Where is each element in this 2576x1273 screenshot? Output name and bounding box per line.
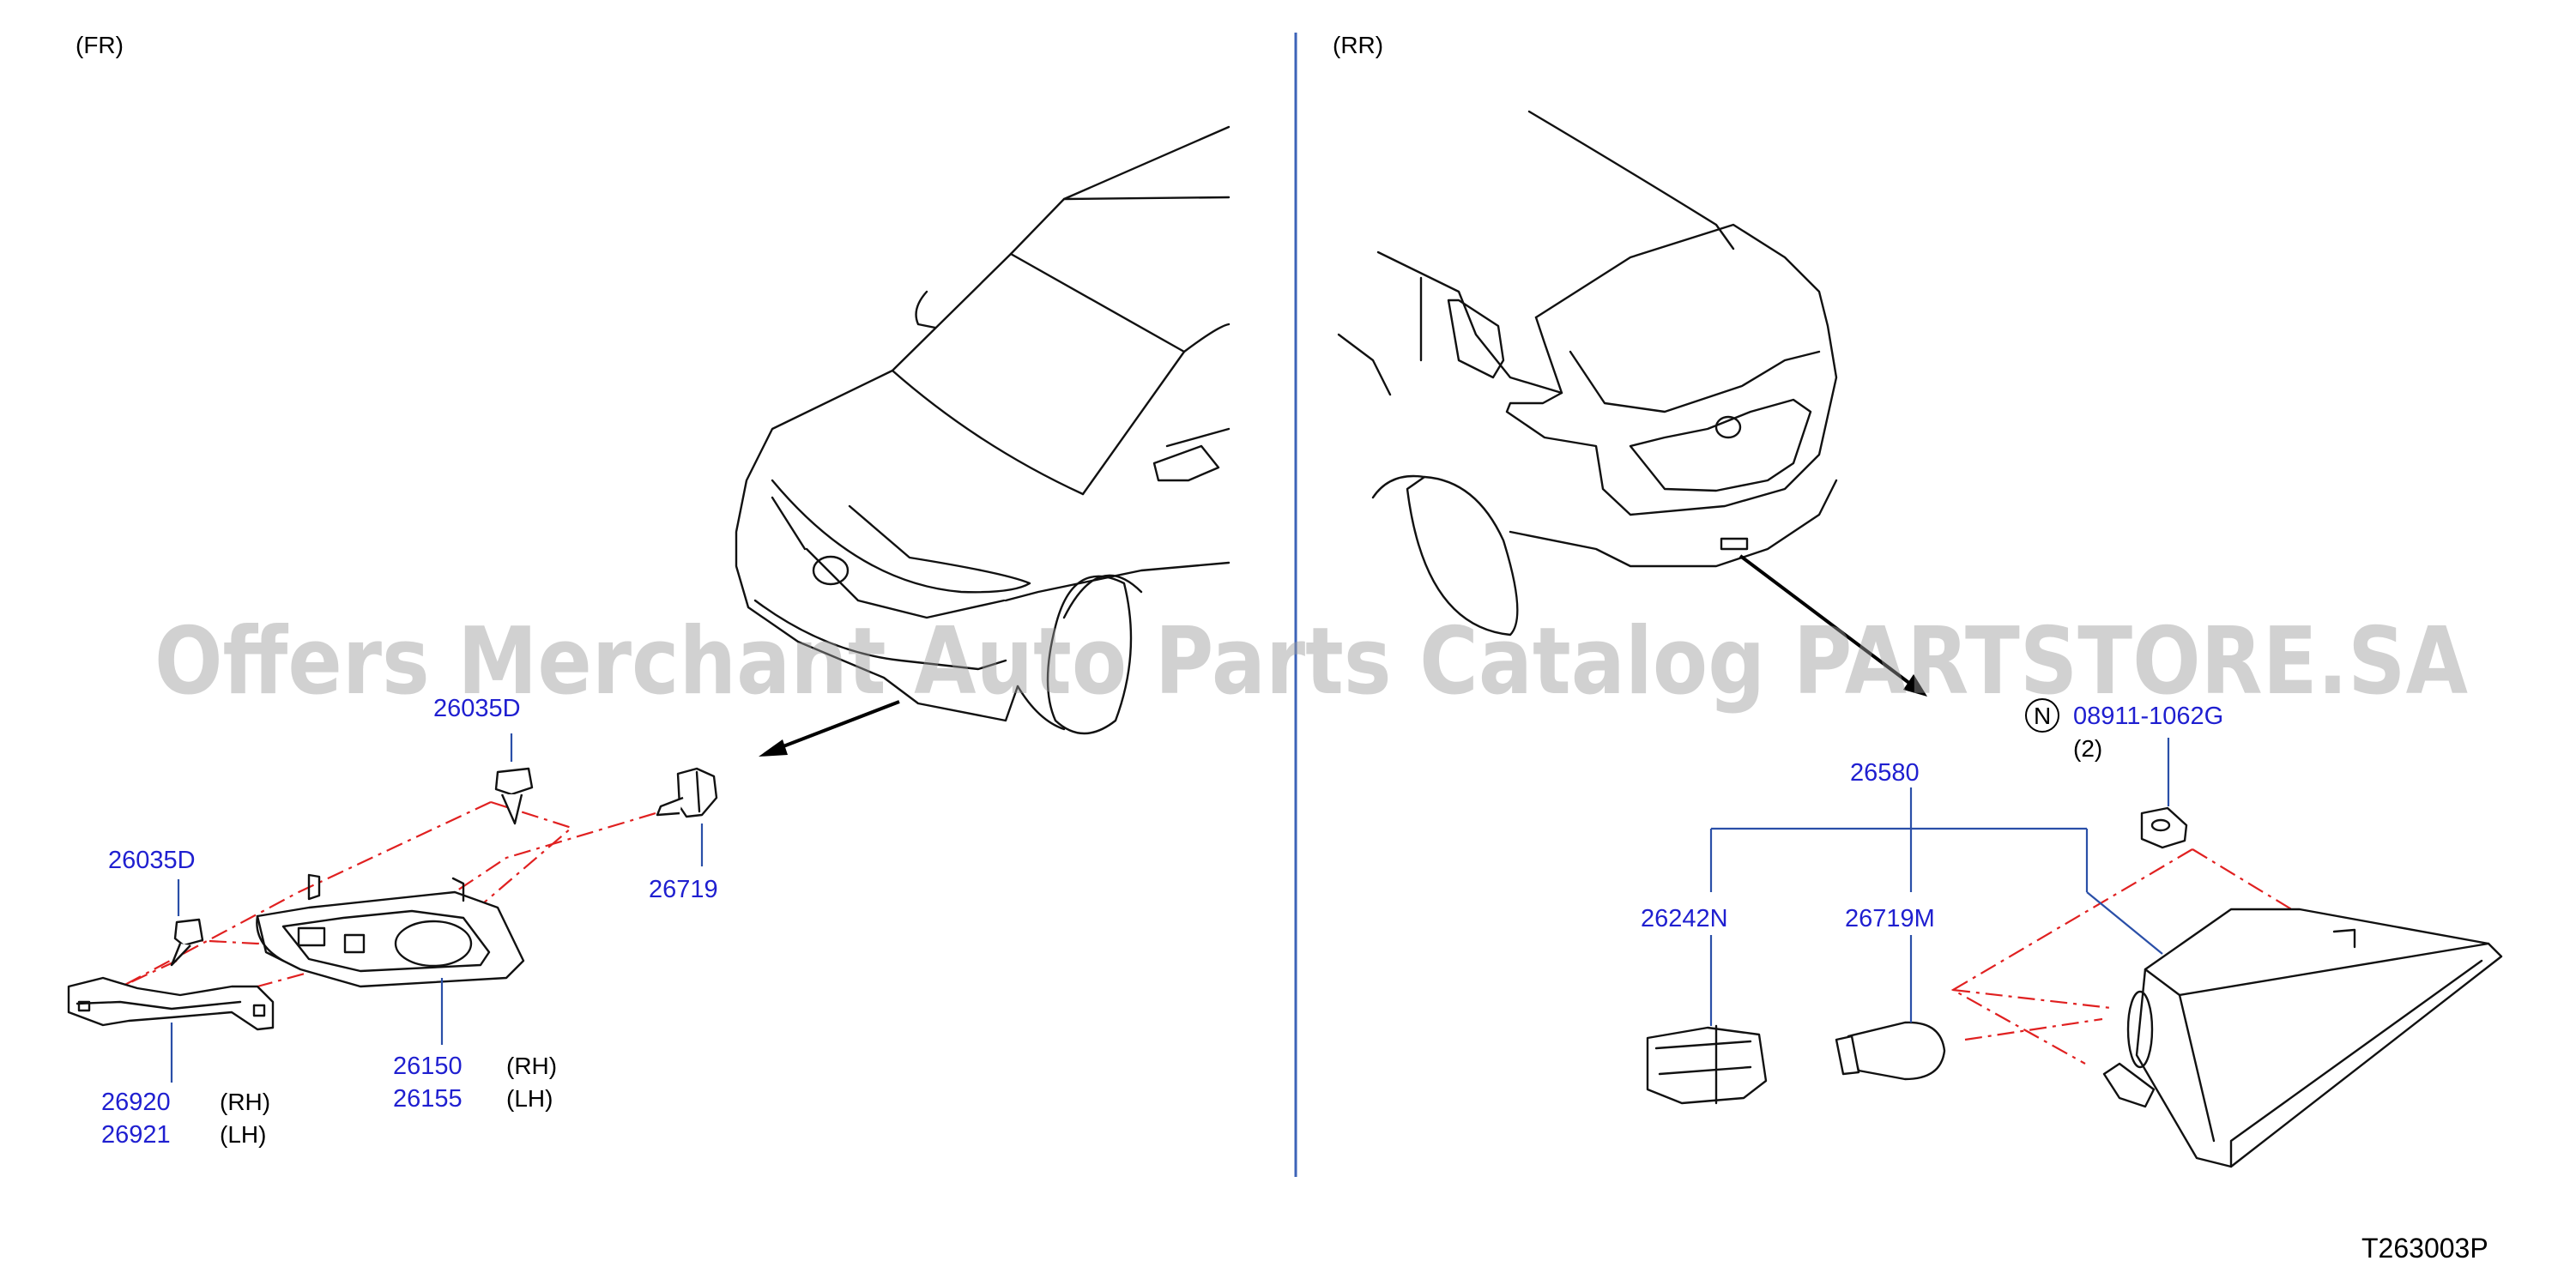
front-section-label: (FR) (76, 32, 124, 58)
nut-symbol-badge: N (2025, 698, 2059, 733)
screw-top-icon (494, 767, 534, 825)
nut-symbol-text: N (2034, 703, 2051, 729)
part-number-screw-top[interactable]: 26035D (433, 695, 521, 722)
part-number-lamp-assembly[interactable]: 26580 (1850, 759, 1920, 787)
fog-lamp-icon (256, 873, 525, 988)
lamp-rh-side-label: (RH) (506, 1053, 557, 1079)
rear-section-label: (RR) (1333, 32, 1383, 58)
lamp-lh-side-label: (LH) (506, 1085, 553, 1112)
part-number-lamp-lh[interactable]: 26155 (393, 1085, 463, 1113)
bracket-icon (67, 976, 275, 1031)
bracket-lh-side-label: (LH) (220, 1121, 266, 1148)
front-view-arrow (759, 700, 900, 757)
part-number-lamp-rh[interactable]: 26150 (393, 1053, 463, 1080)
bulb-26719-icon (656, 767, 718, 818)
part-number-bracket-rh[interactable]: 26920 (101, 1089, 171, 1116)
part-number-screw-left[interactable]: 26035D (108, 847, 196, 874)
leader-lamp-assembly-tree (1709, 787, 2163, 1026)
part-number-bulb[interactable]: 26719 (649, 876, 718, 903)
part-number-bracket-lh[interactable]: 26921 (101, 1121, 171, 1149)
license-lamp-icon (2102, 908, 2503, 1168)
part-number-socket[interactable]: 26242N (1641, 905, 1728, 932)
part-number-rear-bulb[interactable]: 26719M (1845, 905, 1935, 932)
nut-quantity: (2) (2073, 735, 2102, 762)
bracket-rh-side-label: (RH) (220, 1089, 270, 1115)
rear-view-arrow (1738, 554, 1927, 697)
socket-26242N-icon (1646, 1024, 1768, 1105)
rear-car-illustration (1337, 110, 1838, 636)
diagram-code: T263003P (2361, 1233, 2488, 1264)
screw-left-icon (170, 918, 204, 967)
part-number-nut[interactable]: 08911-1062G (2073, 703, 2223, 730)
bulb-26719M-icon (1835, 1021, 1946, 1081)
nut-icon (2140, 806, 2188, 849)
front-car-illustration (735, 125, 1231, 735)
watermark-text: Offers Merchant Auto Parts Catalog PARTS… (154, 608, 2468, 715)
